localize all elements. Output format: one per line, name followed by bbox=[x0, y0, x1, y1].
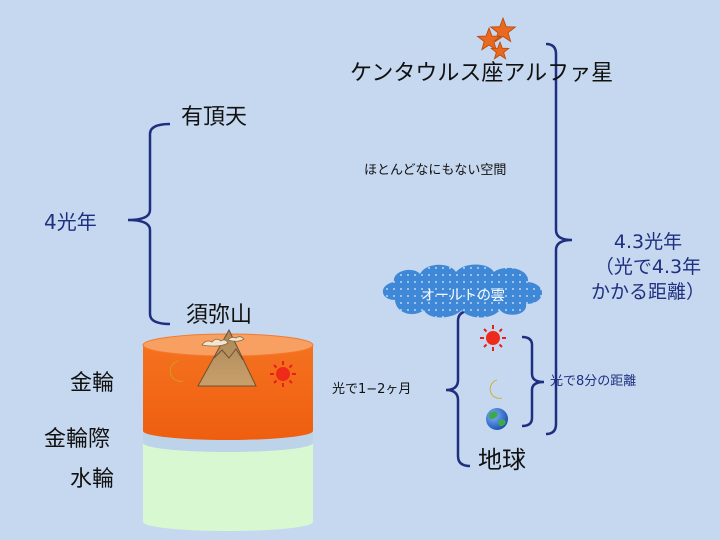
moon-icon bbox=[489, 379, 503, 399]
sun-distance-label: 光で8分の距離 bbox=[550, 374, 637, 389]
star-distance-line-1: 4.3光年 bbox=[613, 231, 683, 253]
bracket-cloud-distance bbox=[445, 309, 471, 468]
mountain-icon bbox=[197, 328, 257, 387]
kinrin-layer bbox=[143, 345, 313, 440]
usucho-label: 有頂天 bbox=[181, 105, 248, 130]
moon-icon bbox=[169, 360, 184, 382]
bracket-sun-distance bbox=[521, 335, 545, 428]
bracket-star-distance bbox=[545, 42, 573, 436]
star-distance-label: 4.3光年 （光で4.3年 かかる距離） bbox=[583, 230, 713, 305]
star-icon bbox=[476, 16, 517, 60]
bracket-four-light-years bbox=[127, 122, 171, 326]
suirin-layer bbox=[143, 442, 313, 531]
empty-space-label: ほとんどなにもない空間 bbox=[364, 163, 507, 178]
four-light-years-label: 4光年 bbox=[44, 210, 97, 234]
star-distance-line-2: （光で4.3年 bbox=[594, 256, 702, 278]
cloud-distance-label: 光で1−2ヶ月 bbox=[332, 382, 412, 397]
kinrinsai-label: 金輪際 bbox=[44, 427, 111, 452]
kinrinsai-band bbox=[143, 430, 313, 452]
star-label: ケンタウルス座アルファ星 bbox=[350, 61, 614, 86]
earth-icon bbox=[486, 408, 508, 430]
kinrin-label: 金輪 bbox=[70, 371, 115, 396]
sun-icon bbox=[480, 325, 506, 351]
sun-icon bbox=[270, 361, 296, 387]
oort-cloud-label: オールトの雲 bbox=[421, 288, 505, 304]
earth-label: 地球 bbox=[478, 446, 526, 474]
sumeru-label: 須弥山 bbox=[186, 303, 253, 328]
suirin-label: 水輪 bbox=[70, 467, 115, 492]
star-distance-line-3: かかる距離） bbox=[590, 281, 705, 303]
cloud-icon bbox=[382, 264, 543, 318]
